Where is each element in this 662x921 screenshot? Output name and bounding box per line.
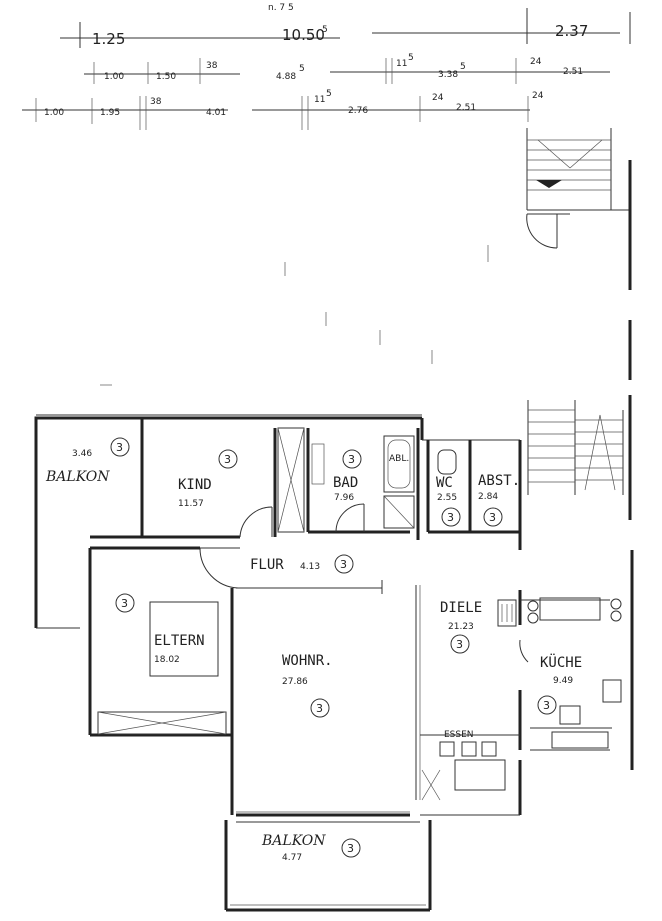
balkon-top-circle: 3 [116,441,123,454]
kind-area: 11.57 [178,499,204,509]
wc-area: 2.55 [437,493,457,503]
dim-row2-9: 5 [460,62,466,72]
dim-row2-1: 1.00 [104,72,124,82]
dim-row3-4: 4.01 [206,108,226,118]
room-labels: 3.46 BALKON 3 3 KIND 11.57 3 BAD 7.96 AB… [45,437,582,863]
flur-area: 4.13 [300,562,320,572]
kind-label: KIND [178,477,212,493]
dim-row1-1: 1.25 [92,30,125,48]
kueche-area: 9.49 [553,676,573,686]
flur-circle: 3 [340,558,347,571]
header-note: n. 7 5 [268,3,294,13]
bad-fixture: ABL. [389,454,409,464]
eltern-area: 18.02 [154,655,180,665]
dim-row3-9: 2.51 [456,103,476,113]
bad-circle: 3 [348,453,355,466]
eltern-circle: 3 [121,597,128,610]
flur-label: FLUR [250,557,284,573]
dim-row3-6: 5 [326,89,332,99]
kind-circle: 3 [224,453,231,466]
dim-row2-2: 1.50 [156,72,176,82]
wc-label: WC [436,475,453,491]
dim-row2-7: 5 [408,53,414,63]
balkon-top-area: 3.46 [72,449,92,459]
eltern-label: ELTERN [154,633,205,649]
apartment-walls [34,414,622,912]
dim-row3-8: 24 [432,93,444,103]
upper-stair [100,128,632,386]
bad-area: 7.96 [334,493,354,503]
dim-row2-11: 2.51 [563,67,583,77]
wohnr-area: 27.86 [282,677,308,687]
dim-row2-5: 5 [299,64,305,74]
abst-area: 2.84 [478,492,498,502]
dim-row2-8: 3.38 [438,70,458,80]
dim-row3-1: 1.00 [44,108,64,118]
balkon-bottom-label: BALKON [261,833,326,849]
balkon-bottom-area: 4.77 [282,853,302,863]
dimension-lines: n. 7 5 1.25 10.50 5 2.37 1.00 1.50 38 4.… [22,3,631,130]
dim-row1-3: 5 [322,25,328,35]
dim-row1-2: 10.50 [282,26,325,44]
balkon-bottom-circle: 3 [347,842,354,855]
lower-stair [527,395,634,770]
dim-row2-10: 24 [530,57,542,67]
dim-row3-5: 11 [314,95,325,105]
kueche-circle: 3 [543,699,550,712]
dim-row3-2: 1.95 [100,108,120,118]
dim-row2-4: 4.88 [276,72,296,82]
abst-circle: 3 [489,511,496,524]
dim-row3-10: 24 [532,91,544,101]
dim-row3-7: 2.76 [348,106,368,116]
kueche-label: KÜCHE [540,653,582,671]
dim-row2-6: 11 [396,59,407,69]
dim-row1-4: 2.37 [555,22,588,40]
essen-label: ESSEN [444,730,474,740]
wohnr-label: WOHNR. [282,653,333,669]
diele-circle: 3 [456,638,463,651]
diele-area: 21.23 [448,622,474,632]
dim-row3-3: 38 [150,97,162,107]
wc-circle: 3 [447,511,454,524]
diele-label: DIELE [440,600,482,616]
balkon-top-label: BALKON [45,469,110,485]
bad-label: BAD [333,475,358,491]
dim-row2-3: 38 [206,61,218,71]
wohnr-circle: 3 [316,702,323,715]
abst-label: ABST. [478,473,520,489]
